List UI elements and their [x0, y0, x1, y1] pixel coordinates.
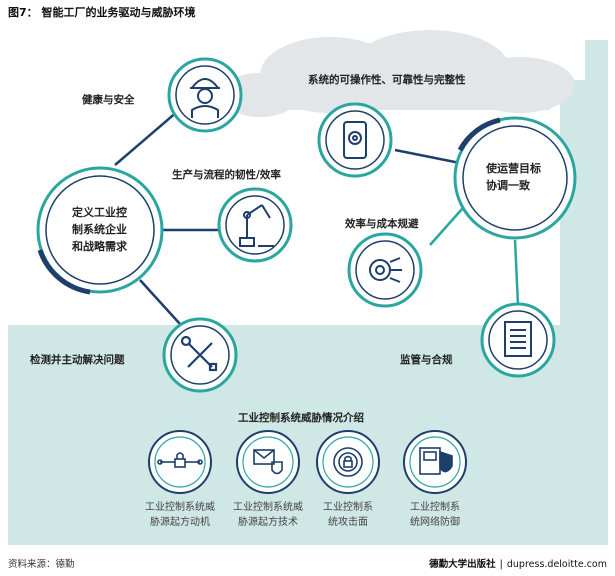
robot-node	[217, 187, 293, 263]
threat-caption-motive-line1: 工业控制系统威	[145, 502, 215, 513]
label-detect-resolve: 检测并主动解决问题	[30, 354, 125, 366]
threat-section-title: 工业控制系统威胁情况介绍	[238, 412, 364, 424]
threat-caption-defense-line2: 统网络防御	[410, 517, 460, 528]
tablet-node	[317, 102, 393, 178]
robot-arm-icon	[239, 204, 274, 247]
gear-node	[347, 232, 423, 308]
cloud-shape	[220, 30, 575, 117]
left-center-line-3: 和战略需求	[72, 240, 127, 253]
threat-caption-surface-line1: 工业控制系	[323, 502, 373, 513]
document-node	[480, 302, 556, 378]
threat-caption-defense-line1: 工业控制系	[410, 502, 460, 513]
wrench-screwdriver-icon	[180, 335, 218, 372]
right-center-line-2: 协调一致	[486, 179, 530, 192]
document-icon	[504, 321, 532, 357]
email-shield-icon	[253, 449, 283, 475]
left-center-line-2: 制系统企业	[72, 223, 127, 236]
label-regulation: 监管与合规	[400, 354, 453, 366]
network-lock-icon	[157, 452, 203, 468]
gear-circuit-icon	[369, 257, 402, 283]
threat-defense-node	[403, 430, 467, 494]
publisher-credit: 德勤大学出版社|dupress.deloitte.com	[429, 556, 607, 570]
threat-technique-node	[236, 430, 300, 494]
label-operability: 系统的可操作性、可靠性与完整性	[308, 74, 466, 86]
threat-caption-motive-line2: 胁源起方动机	[150, 517, 210, 528]
threat-motive-node	[148, 430, 212, 494]
left-center-line-1: 定义工业控	[72, 206, 127, 219]
threat-caption-motive: 工业控制系统威 胁源起方动机	[133, 500, 227, 530]
screen-shield-icon	[419, 447, 453, 475]
publisher-separator: |	[499, 559, 503, 570]
left-center-label: 定义工业控 制系统企业 和战略需求	[72, 204, 127, 255]
label-health-safety: 健康与安全	[82, 94, 135, 106]
figure-title: 图7： 智能工厂的业务驱动与威胁环境	[8, 6, 196, 19]
threat-caption-technique: 工业控制系统威 胁源起方技术	[221, 500, 315, 530]
tablet-gear-icon	[343, 121, 367, 159]
threat-caption-surface: 工业控制系 统攻击面	[301, 500, 395, 530]
target-lock-icon	[333, 447, 363, 477]
threat-caption-defense: 工业控制系 统网络防御	[388, 500, 482, 530]
source-note: 资料来源：德勤	[8, 559, 75, 570]
right-center-label: 使运营目标 协调一致	[486, 160, 541, 194]
publisher-name: 德勤大学出版社	[429, 559, 496, 570]
right-center-line-1: 使运营目标	[486, 162, 541, 175]
label-production-resilience: 生产与流程的韧性/效率	[172, 169, 281, 181]
threat-caption-surface-line2: 统攻击面	[328, 517, 368, 528]
worker-node	[167, 57, 243, 133]
right-center-circle	[453, 116, 577, 240]
label-efficiency-cost: 效率与成本规避	[345, 218, 419, 230]
threat-surface-node	[316, 430, 380, 494]
threat-caption-technique-line2: 胁源起方技术	[238, 517, 298, 528]
publisher-url[interactable]: dupress.deloitte.com	[506, 559, 607, 570]
tools-node	[162, 317, 238, 393]
left-center-circle	[36, 166, 164, 295]
threat-caption-technique-line1: 工业控制系统威	[233, 502, 303, 513]
worker-helmet-icon	[190, 78, 220, 118]
